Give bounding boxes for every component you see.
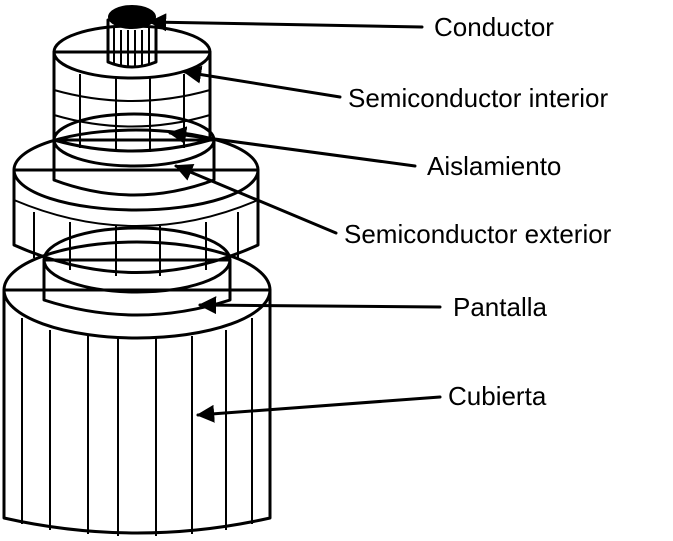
semiconductor-exterior-layer bbox=[12, 128, 260, 276]
arrow-pantalla bbox=[198, 296, 442, 315]
label-pantalla: Pantalla bbox=[453, 292, 547, 322]
cubierta-layer bbox=[2, 240, 272, 536]
label-aislamiento: Aislamiento bbox=[427, 151, 561, 181]
label-semiconductor-interior: Semiconductor interior bbox=[348, 83, 608, 113]
label-cubierta: Cubierta bbox=[448, 381, 547, 411]
pantalla-layer bbox=[42, 226, 232, 317]
arrow-semi-exterior bbox=[174, 163, 338, 235]
arrow-conductor bbox=[148, 13, 424, 32]
leader-lines bbox=[148, 13, 442, 423]
arrow-aislamiento bbox=[168, 126, 417, 168]
arrow-semi-interior bbox=[183, 65, 342, 99]
label-semiconductor-exterior: Semiconductor exterior bbox=[344, 219, 612, 249]
conductor-core bbox=[106, 5, 158, 69]
label-conductor: Conductor bbox=[434, 12, 554, 42]
arrow-cubierta bbox=[196, 395, 442, 423]
